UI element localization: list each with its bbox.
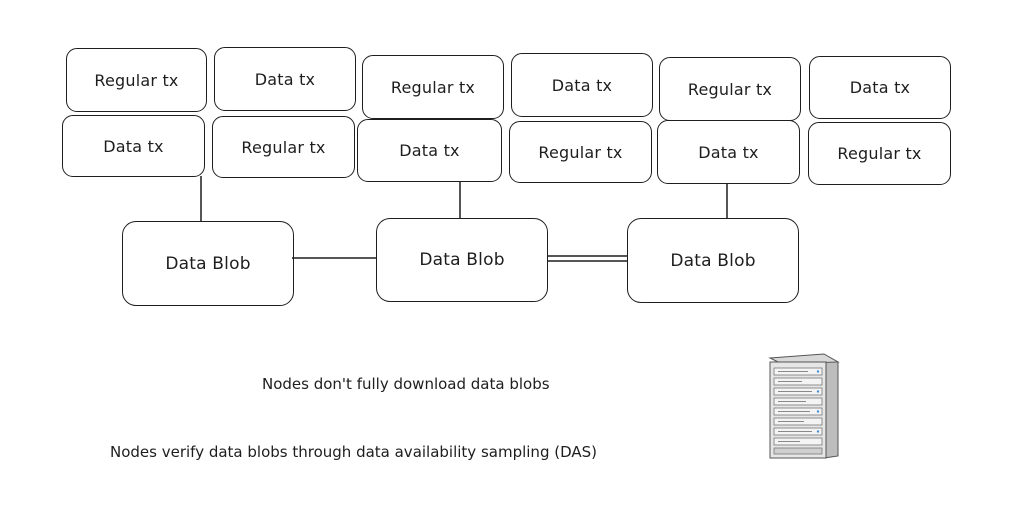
tx-box-row2-col6: Regular tx: [808, 122, 951, 185]
data-blob-box-3: Data Blob: [627, 218, 799, 303]
data-blob-label: Data Blob: [419, 250, 505, 270]
tx-box-row2-col2: Regular tx: [212, 116, 355, 178]
tx-box-row1-col3: Regular tx: [362, 55, 504, 119]
tx-box-row1-col1: Regular tx: [66, 48, 207, 112]
tx-box-row2-col1: Data tx: [62, 115, 205, 177]
tx-label: Data tx: [254, 69, 316, 89]
server-rack-icon: [768, 353, 840, 459]
tx-box-row1-col6: Data tx: [809, 56, 951, 119]
tx-box-row2-col4: Regular tx: [509, 121, 652, 183]
caption-line-2: Nodes verify data blobs through data ava…: [110, 443, 598, 461]
tx-label: Data tx: [103, 136, 164, 156]
tx-label: Regular tx: [241, 137, 326, 157]
tx-label: Regular tx: [687, 79, 773, 99]
tx-label: Data tx: [399, 141, 460, 160]
tx-label: Data tx: [849, 78, 911, 97]
data-blob-label: Data Blob: [670, 250, 756, 271]
data-blob-box-1: Data Blob: [122, 221, 294, 306]
caption-line-1: Nodes don't fully download data blobs: [262, 375, 550, 393]
data-blob-box-2: Data Blob: [376, 218, 548, 302]
tx-label: Data tx: [551, 75, 613, 95]
tx-label: Regular tx: [837, 144, 922, 163]
tx-box-row2-col5: Data tx: [657, 120, 800, 184]
tx-box-row1-col4: Data tx: [511, 53, 653, 117]
tx-box-row1-col2: Data tx: [214, 47, 356, 111]
tx-label: Regular tx: [538, 142, 623, 162]
tx-box-row1-col5: Regular tx: [659, 57, 801, 121]
tx-box-row2-col3: Data tx: [357, 119, 502, 182]
tx-label: Data tx: [698, 142, 759, 162]
data-blob-label: Data Blob: [165, 253, 251, 274]
tx-label: Regular tx: [94, 70, 179, 90]
tx-label: Regular tx: [390, 77, 476, 97]
